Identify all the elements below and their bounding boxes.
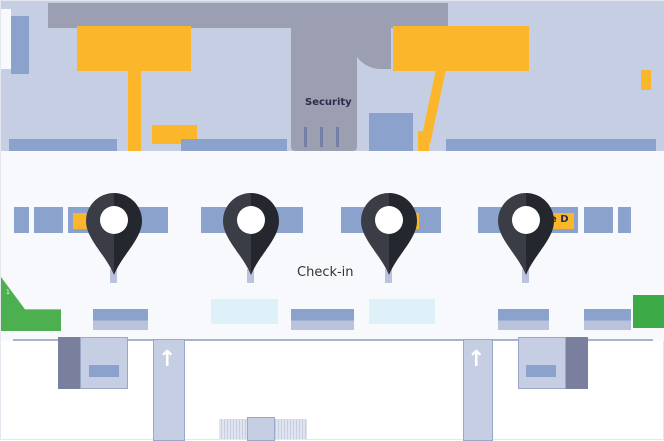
- security-label[interactable]: Security: [305, 97, 352, 108]
- green-zone-label: 1: [6, 289, 10, 296]
- map-pin-2[interactable]: [223, 193, 279, 283]
- map-pin-icon: [498, 193, 554, 283]
- green-zone-right: [633, 295, 664, 328]
- blue-strip: [181, 139, 287, 151]
- map-pin-1[interactable]: [86, 193, 142, 283]
- security-lane: [304, 127, 307, 147]
- restroom-area: [369, 299, 435, 324]
- pier-left: [153, 339, 185, 441]
- orange-corridor-left: [128, 71, 141, 151]
- counter: [498, 309, 549, 330]
- gate-structure: [89, 365, 119, 377]
- blue-strip: [9, 139, 117, 151]
- arrow-up-icon: ↑: [158, 347, 177, 372]
- gate-structure: [80, 337, 128, 389]
- checkin-row: [34, 207, 63, 233]
- blue-box: [369, 113, 413, 151]
- gate-label-text: e D: [550, 214, 569, 225]
- map-pin-icon: [86, 193, 142, 283]
- orange-corridor-right-foot: [418, 131, 429, 151]
- pier-right: [463, 339, 493, 441]
- map-pin-4[interactable]: [498, 193, 554, 283]
- orange-area-right: [393, 26, 529, 71]
- map-pin-3[interactable]: [361, 193, 417, 283]
- walkway-center: [247, 417, 275, 441]
- orange-marker-right: [641, 70, 651, 90]
- counter: [584, 309, 631, 330]
- security-lane: [336, 127, 339, 147]
- orange-area-left: [77, 26, 191, 71]
- map-pin-icon: [361, 193, 417, 283]
- security-funnel: [291, 28, 357, 151]
- gate-structure: [58, 337, 80, 389]
- orange-tag: [73, 213, 89, 229]
- restroom-area: [211, 299, 278, 324]
- checkin-row: [584, 207, 613, 233]
- curb-line: [13, 339, 653, 341]
- counter: [291, 309, 354, 330]
- security-lane: [320, 127, 323, 147]
- blue-strip: [446, 139, 656, 151]
- checkin-label[interactable]: Check-in: [297, 265, 354, 280]
- left-block: [11, 16, 29, 74]
- gate-structure: [566, 337, 588, 389]
- counter: [93, 309, 148, 330]
- map-pin-icon: [223, 193, 279, 283]
- gate-structure: [518, 337, 566, 389]
- checkin-row: [14, 207, 29, 233]
- checkin-row: [618, 207, 631, 233]
- arrow-up-icon: ↑: [467, 347, 486, 372]
- gate-structure: [526, 365, 556, 377]
- left-wall: [1, 9, 11, 69]
